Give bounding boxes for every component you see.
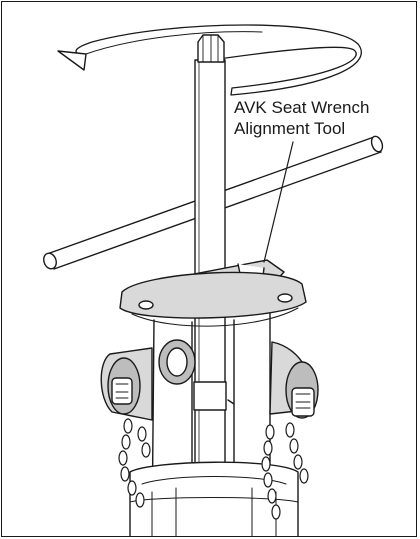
callout-line-1: AVK Seat Wrench [234, 98, 370, 117]
left-chain [118, 418, 151, 508]
callout-line-2: Alignment Tool [234, 119, 346, 138]
callout-label: AVK Seat Wrench Alignment Tool [234, 97, 414, 139]
callout-leader [263, 141, 294, 263]
rotation-arrow [57, 24, 362, 96]
right-chain [261, 422, 309, 520]
hydrant-body [100, 271, 319, 536]
